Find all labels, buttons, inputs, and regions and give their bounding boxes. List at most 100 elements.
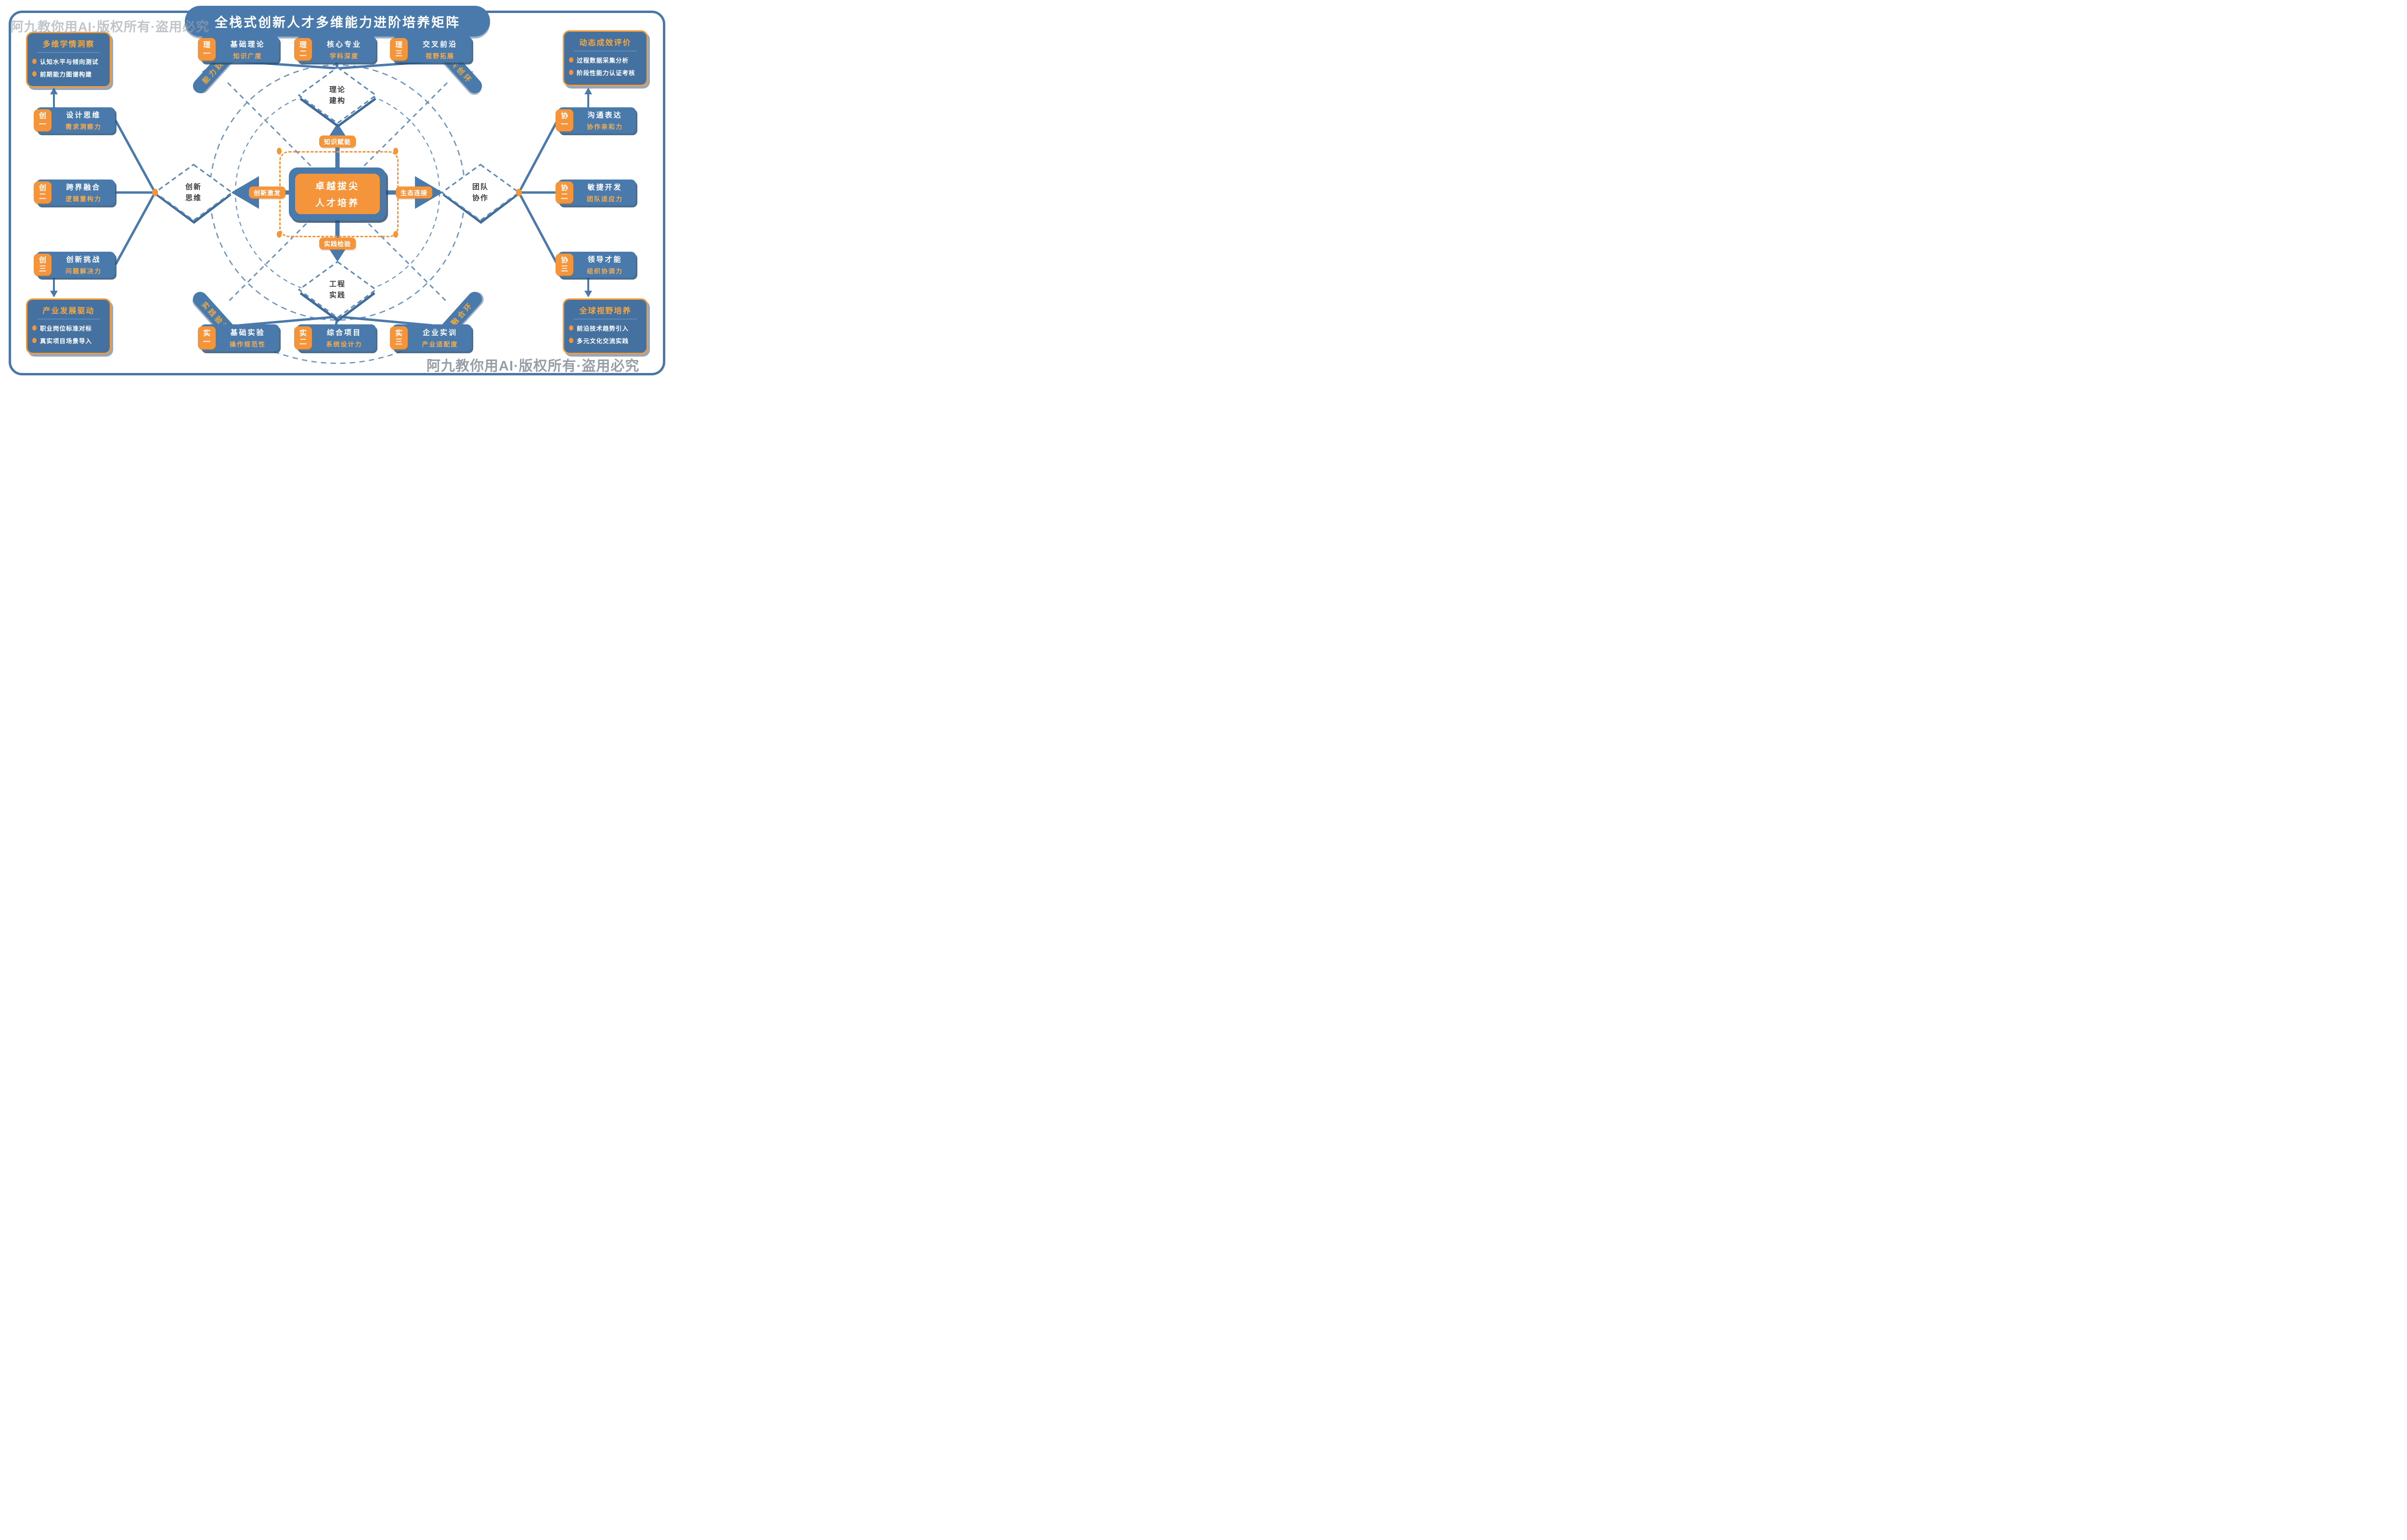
bullet-dot-icon	[32, 338, 37, 343]
diamond-teamwork-line1: 团队	[472, 182, 489, 191]
diamond-practice-line1: 工程	[329, 280, 346, 288]
hub-label-left: 创新激发	[248, 186, 286, 199]
corner-title: 多维学情洞察	[42, 40, 95, 49]
stage-subtitle: 视野拓展	[425, 52, 454, 60]
stage-badge-label: 创二	[39, 184, 46, 201]
corner-box-global-vision: 全球视野培养 前沿技术趋势引入 多元文化交流实践	[563, 298, 648, 354]
stage-title: 综合项目	[326, 329, 362, 337]
stage-badge-label: 实三	[395, 329, 402, 346]
divider	[574, 319, 637, 320]
center-line2: 人才培养	[315, 198, 360, 208]
stage-texts: 设计思维 需求洞察力	[54, 107, 113, 133]
stage-badge: 理二	[294, 38, 312, 61]
corner-title: 全球视野培养	[579, 307, 632, 315]
bullet-dot-icon	[32, 59, 37, 64]
stage-texts: 基础理论 知识广度	[218, 36, 277, 63]
stage-title: 沟通表达	[587, 111, 622, 119]
stage-title: 设计思维	[66, 111, 101, 119]
stage-badge: 创一	[34, 109, 52, 131]
diamond-theory: 理论 建构	[329, 84, 346, 107]
stage-texts: 核心专业 学科深度	[314, 36, 374, 63]
bullet-dot-icon	[32, 71, 37, 77]
hub-label-right: 生态连接	[395, 186, 433, 199]
stage-title: 领导才能	[587, 256, 622, 264]
stage-box-collab-1: 协一 沟通表达 协作亲和力	[556, 107, 636, 133]
bullet-dot-icon	[569, 57, 573, 63]
stage-title: 基础理论	[230, 40, 265, 49]
corner-title: 产业发展驱动	[42, 307, 95, 315]
bullet-item: 前期能力图谱构建	[32, 69, 105, 78]
stage-badge: 协二	[556, 181, 573, 204]
stage-subtitle: 系统设计力	[326, 341, 362, 348]
stage-texts: 综合项目 系统设计力	[314, 324, 374, 351]
diagram-title-capsule: 全栈式创新人才多维能力进阶培养矩阵	[185, 6, 490, 37]
page-title: 全栈式创新人才多维能力进阶培养矩阵	[215, 15, 460, 30]
bullet-item: 前沿技术趋势引入	[569, 323, 642, 333]
connector-lines	[115, 60, 558, 327]
hub-label-bottom: 实践检验	[319, 237, 356, 250]
stage-badge-label: 实二	[299, 329, 307, 346]
watermark-bottom-right: 阿九教你用AI·版权所有·盗用必究	[427, 359, 640, 374]
stage-texts: 敏捷开发 团队适应力	[576, 180, 634, 205]
stage-subtitle: 团队适应力	[586, 195, 623, 203]
stage-badge: 协一	[556, 109, 573, 131]
stage-box-innovation-1: 创一 设计思维 需求洞察力	[34, 107, 115, 133]
stage-badge: 实一	[198, 326, 216, 349]
stage-box-practice-3: 实三 企业实训 产业适配度	[390, 324, 472, 351]
bullet-text: 多元文化交流实践	[577, 338, 629, 345]
stage-subtitle: 问题解决力	[65, 268, 102, 275]
stage-subtitle: 学科深度	[329, 52, 359, 60]
bullet-item: 多元文化交流实践	[569, 336, 642, 345]
stage-texts: 领导才能 组织协调力	[576, 252, 634, 278]
diamond-innovation: 创新 思维	[185, 181, 202, 204]
stage-badge-label: 理三	[395, 40, 402, 58]
stage-title: 敏捷开发	[587, 183, 622, 192]
divider	[37, 52, 100, 53]
stage-title: 核心专业	[326, 40, 362, 49]
bullet-text: 真实项目场景导入	[40, 338, 92, 345]
stage-box-practice-1: 实一 基础实验 操作规范性	[198, 324, 279, 351]
stage-box-collab-2: 协二 敏捷开发 团队适应力	[556, 180, 636, 205]
stage-badge: 实二	[294, 326, 312, 349]
stage-badge: 创二	[34, 181, 52, 204]
stage-texts: 交叉前沿 视野拓展	[410, 36, 470, 63]
stage-badge: 理三	[390, 38, 408, 61]
stage-title: 基础实验	[230, 329, 265, 337]
bullet-dot-icon	[569, 338, 573, 343]
corner-title: 动态成效评价	[579, 39, 632, 47]
diamond-practice: 工程 实践	[329, 279, 346, 301]
stage-texts: 基础实验 操作规范性	[218, 324, 277, 351]
stage-title: 企业实训	[422, 329, 457, 337]
bullet-text: 过程数据采集分析	[577, 57, 629, 64]
bullet-item: 真实项目场景导入	[32, 336, 105, 345]
stage-subtitle: 需求洞察力	[65, 123, 102, 130]
stage-subtitle: 操作规范性	[229, 341, 266, 348]
bullet-text: 前沿技术趋势引入	[577, 325, 629, 332]
stage-box-theory-1: 理一 基础理论 知识广度	[198, 36, 279, 63]
stage-subtitle: 组织协调力	[586, 268, 623, 275]
bullet-item: 过程数据采集分析	[569, 55, 642, 64]
stage-box-theory-2: 理二 核心专业 学科深度	[294, 36, 376, 63]
bullet-item: 认知水平与倾向测试	[32, 57, 105, 66]
corner-box-learning-insight: 多维学情洞察 认知水平与倾向测试 前期能力图谱构建	[26, 32, 111, 88]
stage-box-innovation-2: 创二 跨界融合 逻辑重构力	[34, 180, 115, 205]
diamond-teamwork: 团队 协作	[472, 181, 489, 204]
stage-subtitle: 知识广度	[233, 52, 262, 60]
diamond-practice-line2: 实践	[329, 291, 346, 299]
center-hub-inner: 卓越拔尖 人才培养	[295, 174, 380, 214]
stage-badge-label: 协二	[560, 184, 568, 201]
diamond-innovation-line1: 创新	[185, 182, 202, 191]
bullet-text: 阶段性能力认证考核	[577, 70, 635, 77]
diamond-shapes	[154, 66, 520, 322]
bullet-dot-icon	[32, 325, 37, 331]
stage-badge-label: 实一	[203, 329, 210, 346]
stage-title: 交叉前沿	[422, 40, 457, 49]
stage-texts: 跨界融合 逻辑重构力	[54, 180, 113, 205]
stage-title: 跨界融合	[66, 183, 101, 192]
bullet-dot-icon	[569, 325, 573, 331]
diamond-theory-line1: 理论	[329, 85, 346, 94]
diamond-theory-line2: 建构	[329, 97, 346, 105]
bullet-dot-icon	[569, 70, 573, 75]
stage-badge: 协三	[556, 254, 573, 276]
corner-box-dynamic-evaluation: 动态成效评价 过程数据采集分析 阶段性能力认证考核	[563, 30, 648, 86]
